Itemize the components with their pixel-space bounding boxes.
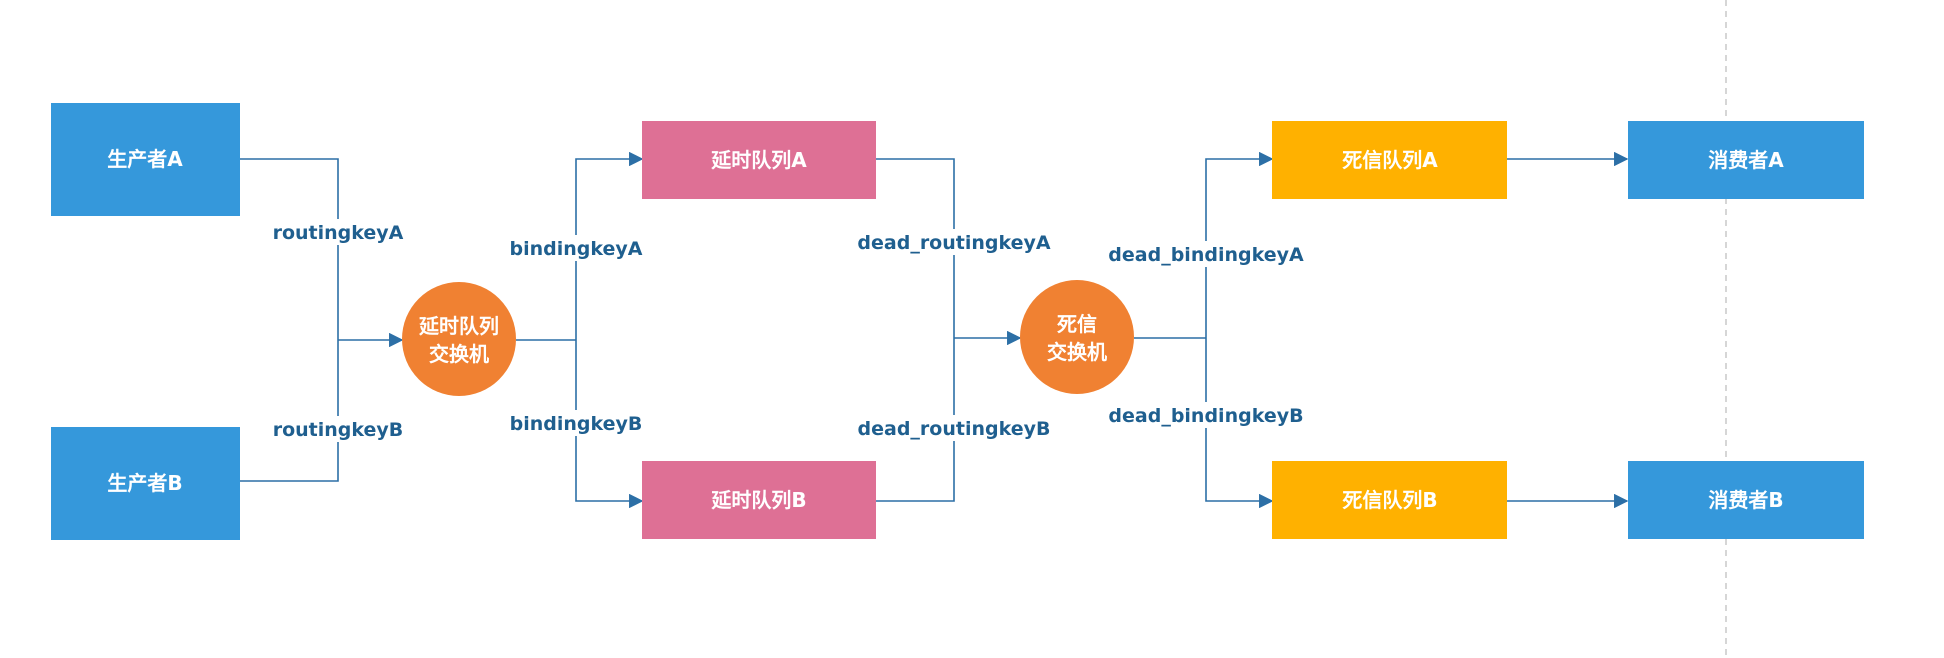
label-dead-routing-b: dead_routingkeyB: [858, 418, 1051, 440]
consumer-a-node: 消费者A: [1628, 121, 1864, 199]
consumer-a-label: 消费者A: [1708, 148, 1784, 172]
edge-producer-a: [240, 158, 339, 340]
delay-queue-a-node: 延时队列A: [642, 121, 876, 199]
label-routing-b: routingkeyB: [273, 419, 404, 441]
delay-exchange-node: 延时队列 交换机: [402, 282, 516, 396]
dead-queue-a-box: [1272, 121, 1507, 199]
dead-exchange-label-line1: 死信: [1057, 312, 1097, 336]
dead-queue-b-node: 死信队列B: [1272, 461, 1507, 539]
producer-a-box: [51, 103, 240, 216]
producer-b-node: 生产者B: [51, 427, 240, 540]
producer-a-label: 生产者A: [107, 147, 183, 171]
producer-b-box: [51, 427, 240, 540]
edge-to-delay-queue-a: [575, 151, 644, 340]
delay-queue-b-box: [642, 461, 876, 539]
edge-to-dead-queue-a: [1205, 151, 1274, 338]
edge-labels: routingkeyA routingkeyB bindingkeyA bind…: [273, 219, 1304, 442]
label-routing-a: routingkeyA: [273, 222, 404, 244]
dead-queue-b-box: [1272, 461, 1507, 539]
consumer-b-label: 消费者B: [1708, 488, 1783, 512]
consumer-b-node: 消费者B: [1628, 461, 1864, 539]
delay-exchange-circle: [402, 282, 516, 396]
delay-queue-a-box: [642, 121, 876, 199]
edge-producer-b: [240, 340, 339, 482]
dead-exchange-node: 死信 交换机: [1020, 280, 1134, 394]
producer-b-label: 生产者B: [107, 471, 182, 495]
label-dead-binding-b: dead_bindingkeyB: [1108, 405, 1303, 427]
label-dead-routing-a: dead_routingkeyA: [857, 232, 1050, 254]
dead-queue-a-node: 死信队列A: [1272, 121, 1507, 199]
dead-queue-a-label: 死信队列A: [1342, 148, 1438, 172]
delay-queue-b-node: 延时队列B: [642, 461, 876, 539]
producer-a-node: 生产者A: [51, 103, 240, 216]
consumer-b-box: [1628, 461, 1864, 539]
edge-dead-exchange-to-delay-queue-b: [836, 338, 955, 509]
label-binding-a: bindingkeyA: [510, 238, 643, 260]
delay-exchange-label-line2: 交换机: [429, 342, 489, 366]
label-dead-binding-a: dead_bindingkeyA: [1108, 244, 1304, 266]
label-binding-b: bindingkeyB: [510, 413, 643, 435]
delay-queue-b-label: 延时队列B: [710, 488, 806, 512]
edge-to-delay-queue-b: [575, 340, 644, 509]
dead-exchange-label-line2: 交换机: [1047, 340, 1107, 364]
delay-exchange-label-line1: 延时队列: [418, 314, 499, 338]
edge-to-dead-queue-b: [1205, 338, 1274, 509]
dead-queue-b-label: 死信队列B: [1342, 488, 1437, 512]
edge-delay-queue-a-out: [876, 158, 955, 338]
delay-queue-a-label: 延时队列A: [710, 148, 807, 172]
edges: [240, 151, 1629, 509]
consumer-a-box: [1628, 121, 1864, 199]
dead-exchange-circle: [1020, 280, 1134, 394]
